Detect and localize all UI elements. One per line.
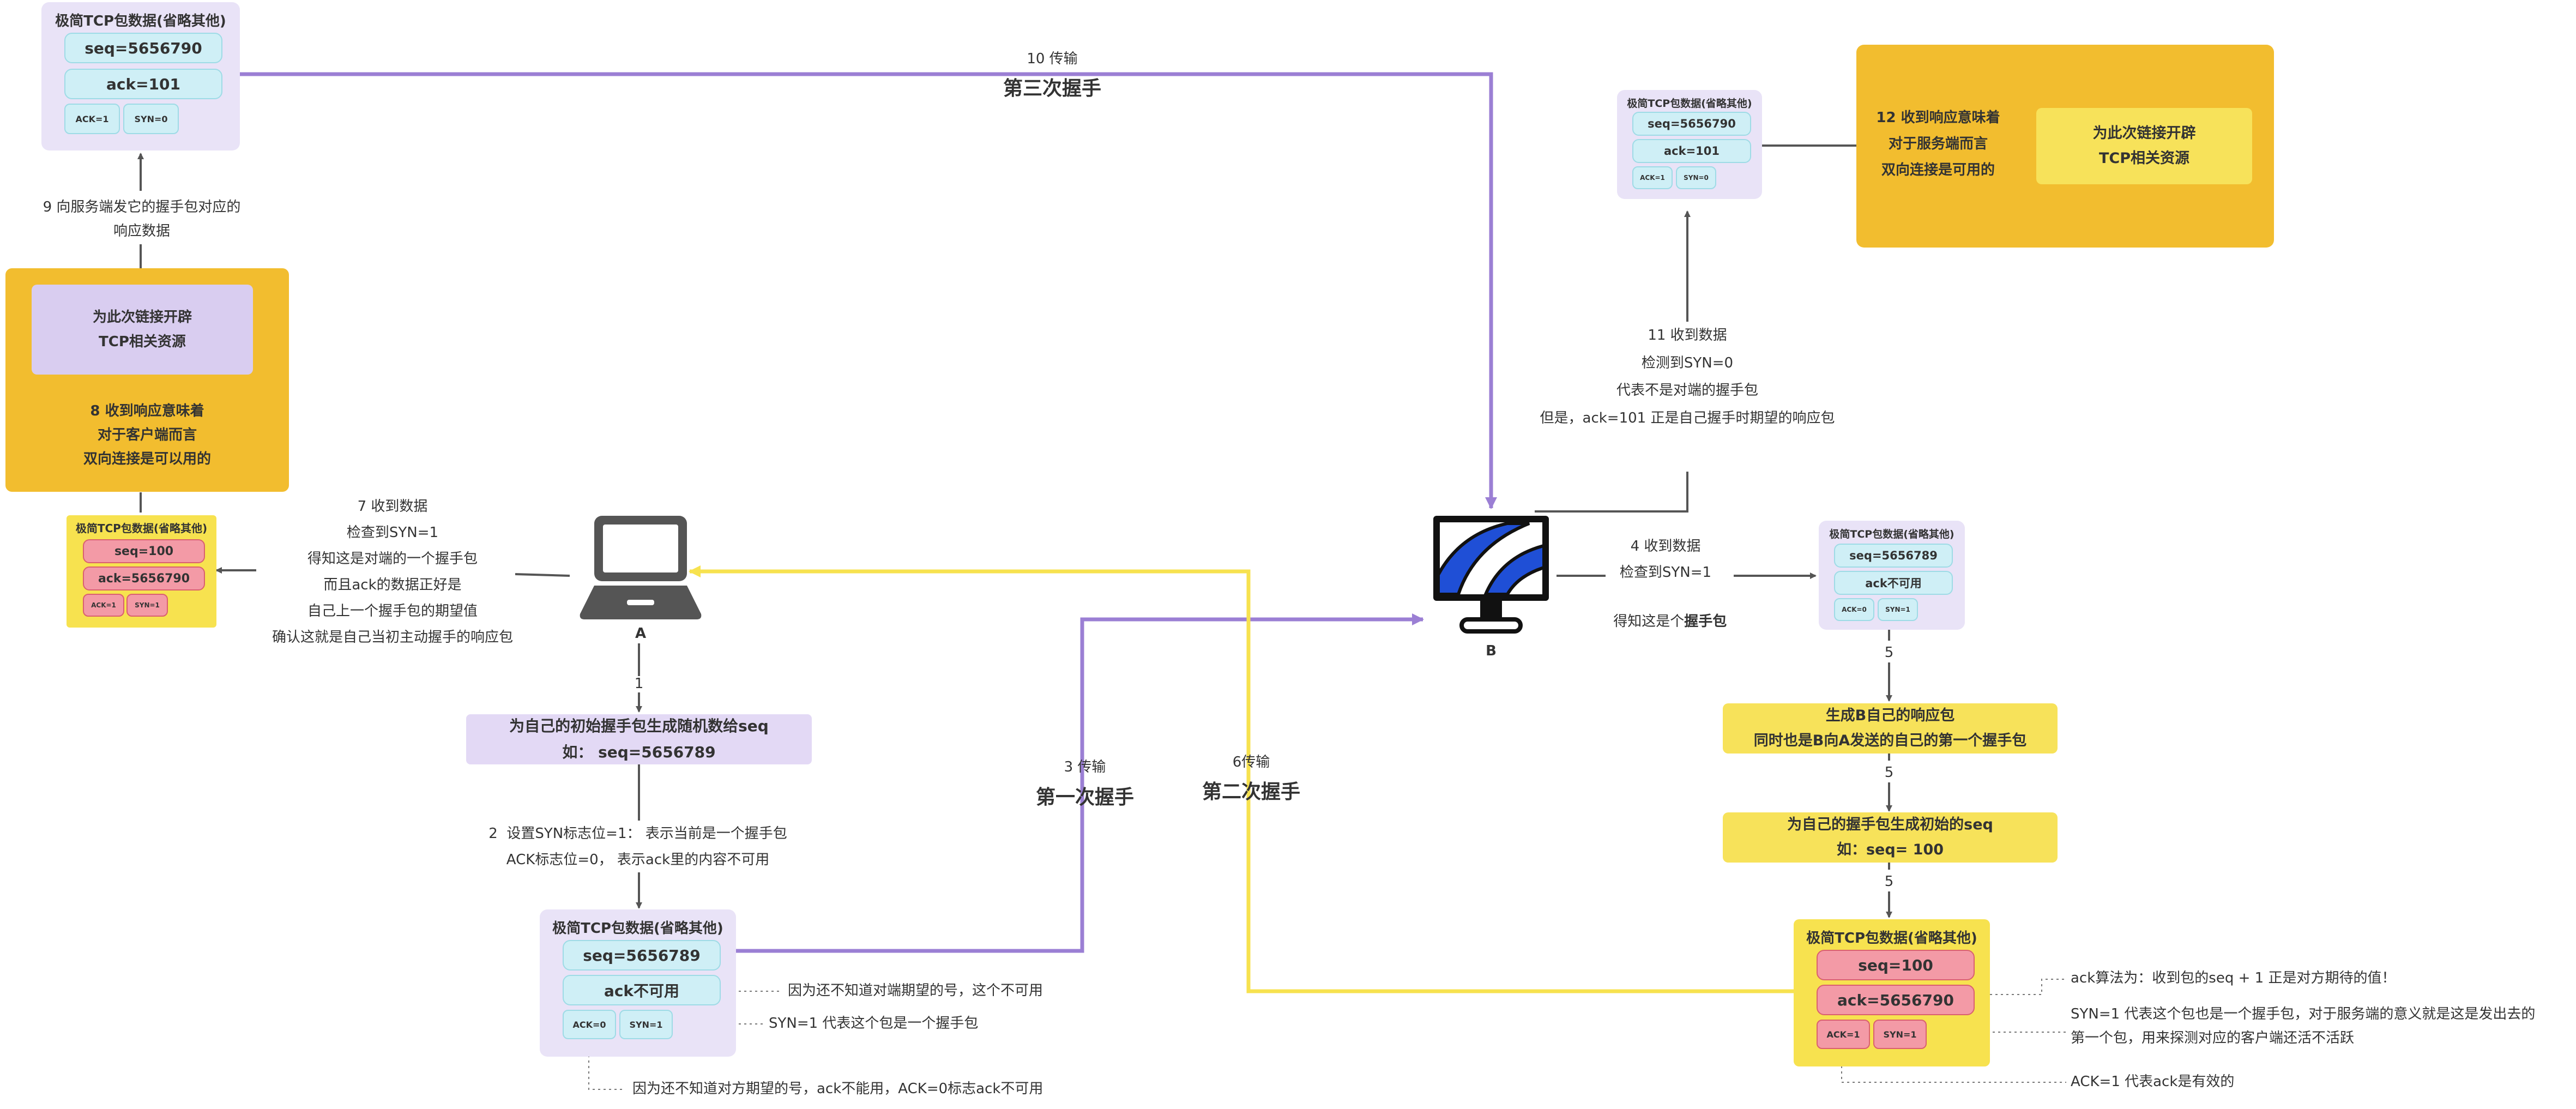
packet-flag-syn: SYN=1	[126, 594, 168, 617]
packet-title: 极简TCP包数据(省略其他)	[55, 13, 226, 29]
packet-seq: seq=100	[1817, 950, 1975, 980]
step-4-pre: 得知这是个	[1613, 613, 1685, 630]
server-label: B	[1486, 643, 1497, 659]
packet-flag-ack: ACK=1	[1632, 166, 1673, 189]
packet-seq: seq=100	[83, 539, 205, 563]
packet-seq: seq=5656790	[1632, 112, 1751, 136]
step-10-num: 10 传输	[1027, 51, 1078, 67]
step-7-label: 7 收到数据 检查到SYN=1 得知这是对端的一个握手包 而且ack的数据正好是…	[272, 498, 513, 646]
packet-a-sent: 极简TCP包数据(省略其他) seq=5656789 ack不可用 ACK=0 …	[540, 909, 736, 1057]
step-4-label-2: 得知这是个握手包	[1597, 586, 1734, 634]
step-5-box-2: 为自己的握手包生成初始的seq 如：seq= 100	[1723, 812, 2058, 863]
packet-ack: ack不可用	[563, 975, 721, 1005]
packet-ack: ack=101	[64, 69, 222, 99]
step-8-block: 为此次链接开辟 TCP相关资源 8 收到响应意味着 对于客户端而言 双向连接是可…	[5, 268, 289, 492]
packet-flag-syn: SYN=0	[1676, 166, 1716, 189]
step-10-title: 第三次握手	[1003, 77, 1101, 100]
laptop-icon	[580, 516, 702, 619]
note-b-ack: ack算法为：收到包的seq + 1 正是对方期待的值！	[2071, 970, 2396, 986]
packet-b-sent: 极简TCP包数据(省略其他) seq=100 ack=5656790 ACK=1…	[1794, 919, 1990, 1066]
packet-ack: ack=5656790	[1817, 985, 1975, 1015]
step-12-inner-box: 为此次链接开辟 TCP相关资源	[2036, 108, 2252, 184]
packet-ack: ack不可用	[1834, 571, 1953, 595]
packet-flag-ack: ACK=0	[563, 1010, 616, 1039]
packet-title: 极简TCP包数据(省略其他)	[1806, 930, 1977, 947]
packet-flag-syn: SYN=0	[123, 104, 179, 134]
wire-first-handshake	[733, 613, 1424, 953]
step-5-box-1: 生成B自己的响应包 同时也是B向A发送的自己的第一个握手包	[1723, 703, 2058, 754]
packet-title: 极简TCP包数据(省略其他)	[552, 920, 723, 937]
packet-flag-ack: ACK=1	[83, 594, 124, 617]
note-a-ack: 因为还不知道对端期望的号，这个不可用	[788, 983, 1043, 999]
packet-b-received: 极简TCP包数据(省略其他) seq=5656789 ack不可用 ACK=0 …	[1819, 521, 1965, 630]
leader-b-ack	[1974, 979, 2066, 995]
step-5c-label: 5	[1884, 873, 1894, 890]
packet-seq: seq=5656789	[1834, 544, 1953, 568]
packet-flag-ack: ACK=1	[1817, 1020, 1870, 1049]
packet-title: 极简TCP包数据(省略其他)	[75, 522, 208, 535]
wire-third-handshake	[240, 72, 1497, 509]
packet-flag-syn: SYN=1	[619, 1010, 673, 1039]
note-b-flag: ACK=1 代表ack是有效的	[2071, 1074, 2235, 1090]
packet-title: 极简TCP包数据(省略其他)	[1627, 98, 1752, 110]
step-1-label: 1	[634, 676, 644, 692]
packet-flag-syn: SYN=1	[1878, 598, 1918, 621]
step-6-title: 第二次握手	[1202, 781, 1300, 803]
packet-seq: seq=5656790	[64, 33, 222, 63]
packet-seq: seq=5656789	[563, 940, 721, 971]
step-8-inner-box: 为此次链接开辟 TCP相关资源	[32, 285, 253, 375]
step-11-label: 11 收到数据 检测到SYN=0 代表不是对端的握手包 但是，ack=101 正…	[1540, 327, 1835, 427]
note-a-syn: SYN=1 代表这个包是一个握手包	[769, 1015, 979, 1032]
packet-ack: ack=5656790	[83, 566, 205, 590]
step-5b-label: 5	[1884, 764, 1894, 781]
packet-a-received: 极简TCP包数据(省略其他) seq=100 ack=5656790 ACK=1…	[67, 515, 216, 628]
packet-ack: ack=101	[1632, 139, 1751, 163]
wire-a-to-pkt-recv	[515, 573, 570, 577]
step-6-num: 6传输	[1232, 754, 1270, 770]
step-1-box: 为自己的初始握手包生成随机数给seq 如： seq=5656789	[466, 714, 812, 764]
packet-top-right: 极简TCP包数据(省略其他) seq=5656790 ack=101 ACK=1…	[1617, 90, 1762, 199]
client-label: A	[635, 625, 647, 642]
note-a-flag: 因为还不知道对方期望的号，ack不能用，ACK=0标志ack不可用	[632, 1081, 1043, 1097]
step-2-label: 2 设置SYN标志位=1： 表示当前是一个握手包 ACK标志位=0， 表示ack…	[488, 825, 787, 869]
packet-flag-ack: ACK=0	[1834, 598, 1874, 621]
step-4-bold: 握手包	[1684, 613, 1727, 630]
step-3-num: 3 传输	[1064, 759, 1106, 775]
step-3-title: 第一次握手	[1035, 786, 1134, 809]
step-4-label: 4 收到数据 检查到SYN=1	[1619, 538, 1712, 581]
packet-flag-syn: SYN=1	[1873, 1020, 1927, 1049]
wire-second-handshake	[689, 565, 1794, 993]
client-a[interactable]: A	[572, 513, 709, 649]
packet-top-left: 极简TCP包数据(省略其他) seq=5656790 ack=101 ACK=1…	[41, 2, 240, 150]
step-5a-label: 5	[1884, 644, 1894, 661]
step-9-label: 9 向服务端发它的握手包对应的 响应数据	[43, 199, 241, 240]
server-b[interactable]: B	[1426, 513, 1557, 665]
packet-flag-ack: ACK=1	[64, 104, 120, 134]
monitor-icon	[1433, 516, 1549, 634]
step-12-block: 12 收到响应意味着 对于服务端而言 双向连接是可用的 为此次链接开辟 TCP相…	[1856, 45, 2274, 248]
wire-b-to-s11	[1535, 472, 1688, 513]
step-12-text: 12 收到响应意味着 对于服务端而言 双向连接是可用的	[1876, 110, 2000, 179]
packet-title: 极简TCP包数据(省略其他)	[1829, 528, 1954, 540]
step-8-text: 8 收到响应意味着 对于客户端而言 双向连接是可以用的	[83, 403, 211, 468]
note-b-syn: SYN=1 代表这个包也是一个握手包，对于服务端的意义就是这是发出去的 第一个包…	[2071, 1006, 2536, 1047]
